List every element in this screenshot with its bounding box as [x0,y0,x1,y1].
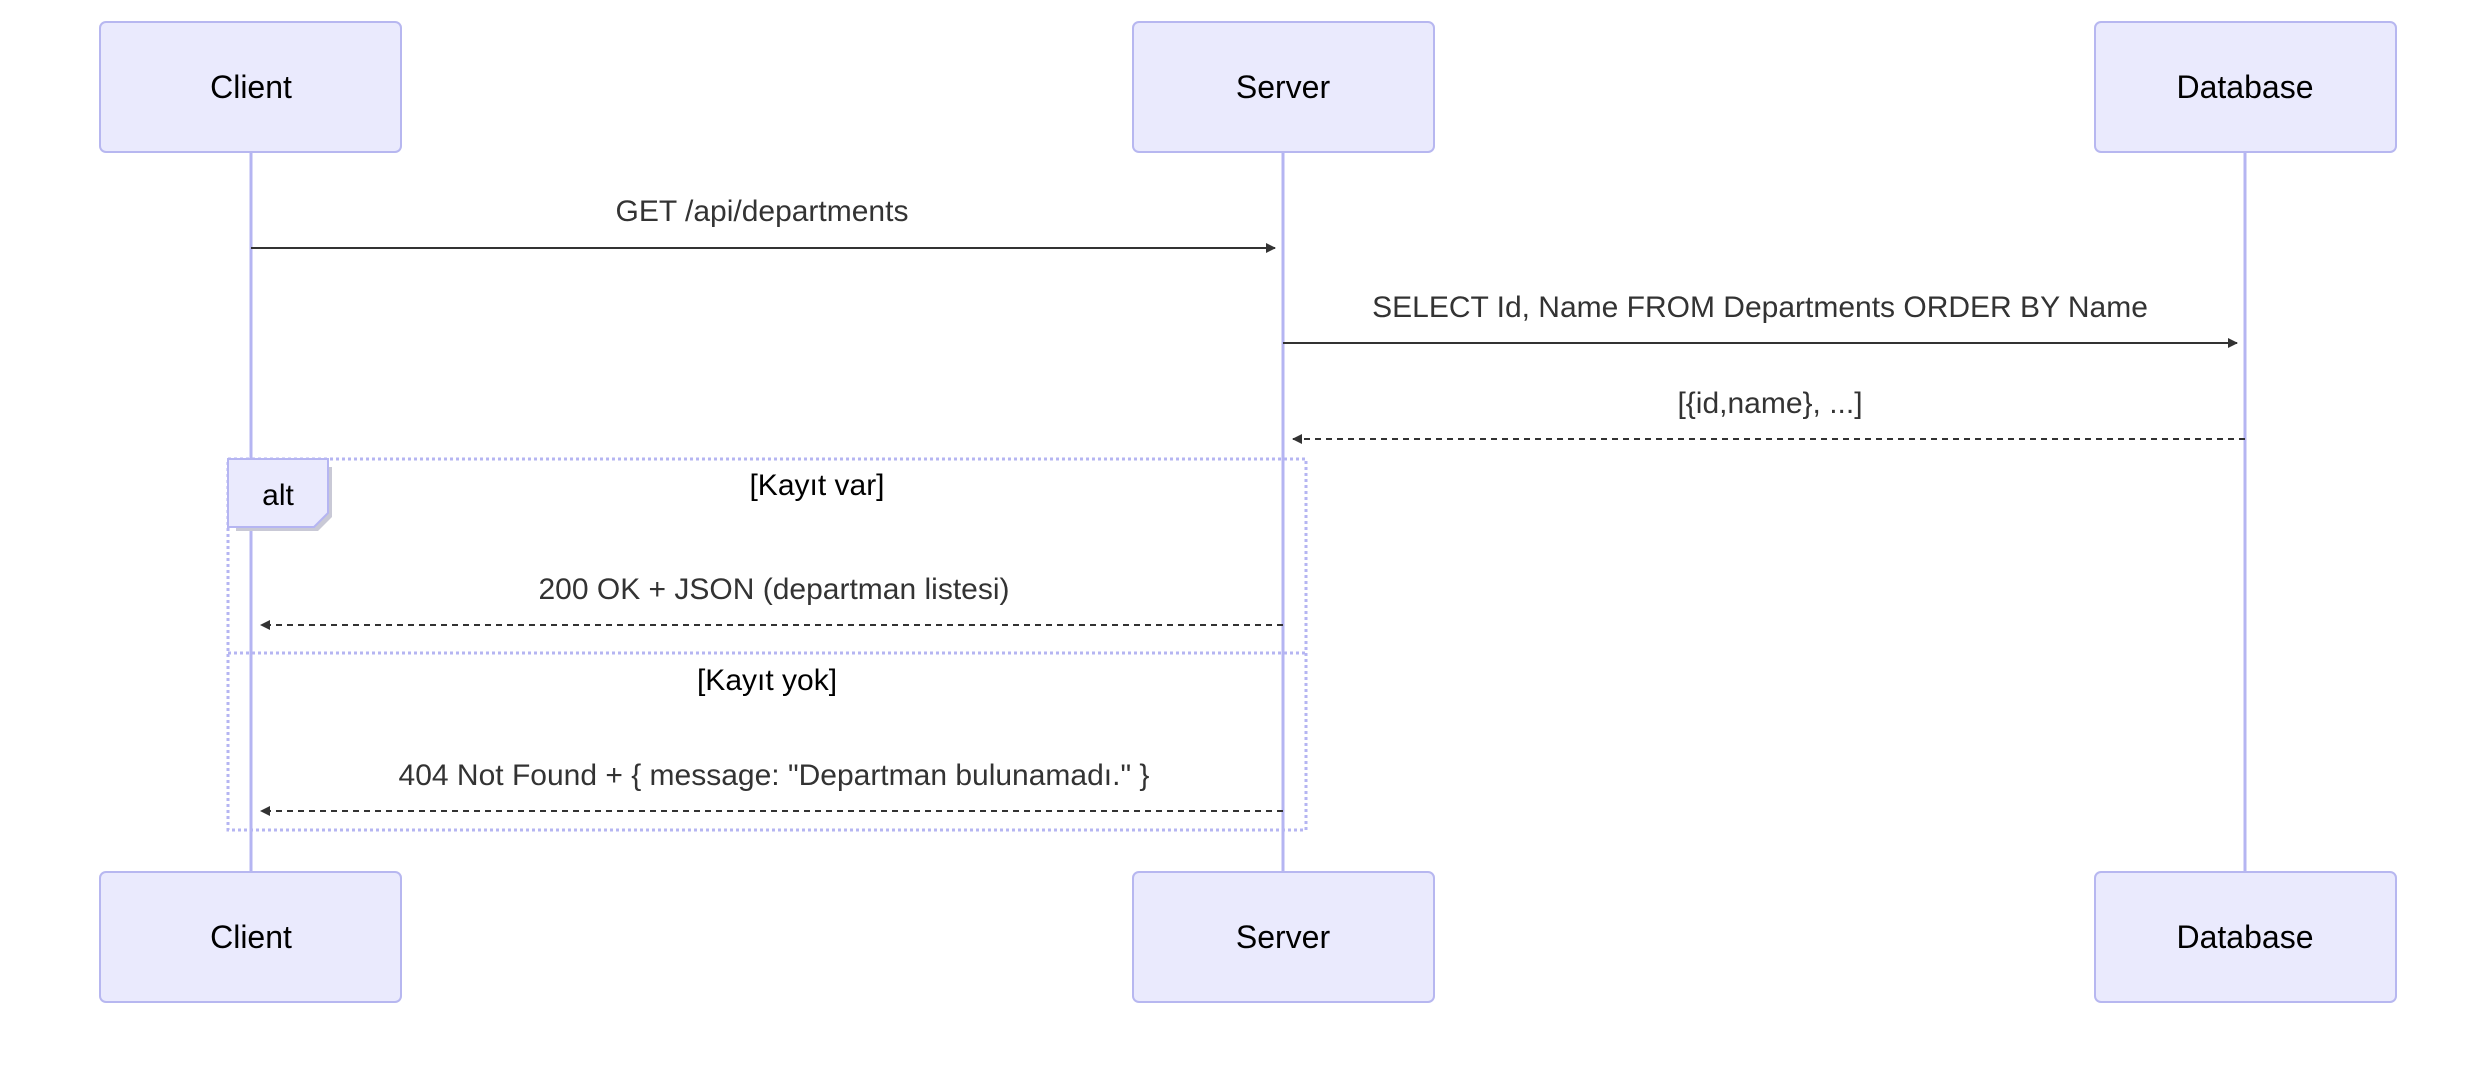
message-label: GET /api/departments [616,195,909,228]
message-4: 200 OK + JSON (departman listesi) [260,573,1283,630]
alt-condition-1: [Kayıt var] [749,469,884,502]
message-label: SELECT Id, Name FROM Departments ORDER B… [1372,291,2148,324]
message-5: 404 Not Found + { message: "Departman bu… [260,759,1283,816]
message-2: SELECT Id, Name FROM Departments ORDER B… [1283,291,2238,348]
alt-tag-label: alt [262,479,294,512]
actor-server-bottom: Server [1132,871,1435,1003]
message-3: [{id,name}, ...] [1292,387,2245,444]
actor-database-bottom: Database [2094,871,2397,1003]
actor-box [1132,871,1435,1003]
message-label: 200 OK + JSON (departman listesi) [538,573,1009,606]
alt-tag [227,458,329,528]
actor-label: Database [2177,919,2314,955]
alt-frame: alt [Kayıt var] [Kayıt yok] [226,457,1308,832]
actor-box [99,21,402,153]
actor-server-top: Server [1132,21,1435,153]
actor-box [99,871,402,1003]
actor-box [2094,871,2397,1003]
actor-label: Server [1236,69,1331,105]
message-1: GET /api/departments [251,195,1276,253]
actor-client-top: Client [99,21,402,153]
message-label: [{id,name}, ...] [1677,387,1862,420]
alt-frame-border [226,457,1308,832]
actor-box [1132,21,1435,153]
actor-label: Client [210,69,292,105]
actor-client-bottom: Client [99,871,402,1003]
actor-label: Database [2177,69,2314,105]
actor-box [2094,21,2397,153]
message-label: 404 Not Found + { message: "Departman bu… [399,759,1150,792]
actor-label: Client [210,919,292,955]
actor-label: Server [1236,919,1331,955]
alt-condition-2: [Kayıt yok] [697,664,837,697]
actor-database-top: Database [2094,21,2397,153]
